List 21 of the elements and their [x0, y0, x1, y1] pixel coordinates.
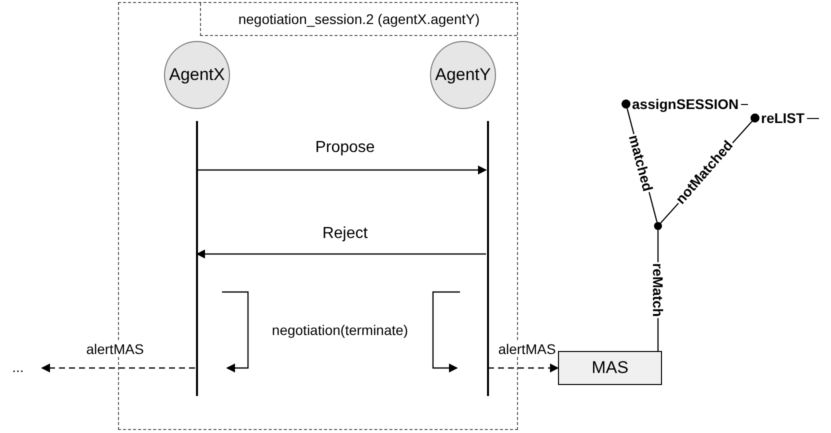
arrow: [41, 364, 195, 372]
agent-ellipse: AgentX: [164, 41, 230, 109]
arrow: [488, 364, 559, 372]
edge-label: Reject: [321, 226, 369, 242]
agent-ellipse: AgentY: [430, 41, 496, 109]
arrow: [432, 291, 460, 372]
state-label: reLIST: [755, 108, 819, 128]
edge-label: alertMAS: [497, 342, 557, 356]
frame-title: negotiation_session.2 (agentX.agentY): [200, 3, 517, 36]
state-label: assignSESSION: [626, 94, 748, 114]
edge-label: alertMAS: [85, 342, 145, 356]
message-label: negotiation(terminate): [272, 323, 408, 337]
mas-box: MAS: [558, 351, 662, 385]
arrow: [222, 291, 249, 372]
ellipsis-text: ...: [6, 358, 30, 376]
edge-label: reMatch: [651, 262, 665, 318]
edge-label: Propose: [314, 140, 376, 156]
arrow: [197, 166, 487, 174]
lifeline-bar: [196, 121, 198, 396]
arrow: [196, 250, 486, 258]
lifeline-bar: [487, 121, 489, 396]
